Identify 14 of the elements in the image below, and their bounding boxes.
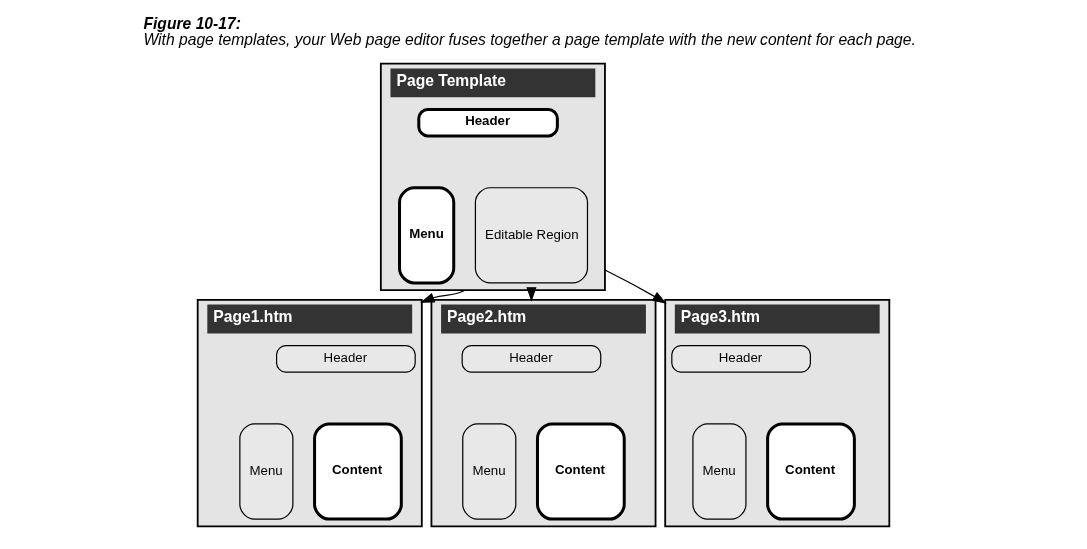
node-box: Editable Region	[474, 187, 589, 284]
node-box: Header	[461, 345, 602, 373]
node-box: Header	[671, 345, 811, 373]
arrow	[604, 269, 667, 304]
node-box: Header	[276, 345, 416, 373]
node-box: Header	[417, 107, 559, 138]
node-box: Menu	[462, 423, 517, 520]
node-box: Menu	[398, 186, 456, 285]
node-box: Content	[313, 422, 403, 521]
node-box: Menu	[692, 423, 747, 520]
node-box: Menu	[239, 423, 294, 520]
diagram-title: Figure 10-17:	[143, 15, 241, 33]
node-box: Content	[766, 422, 856, 521]
node-box: Content	[535, 422, 626, 521]
